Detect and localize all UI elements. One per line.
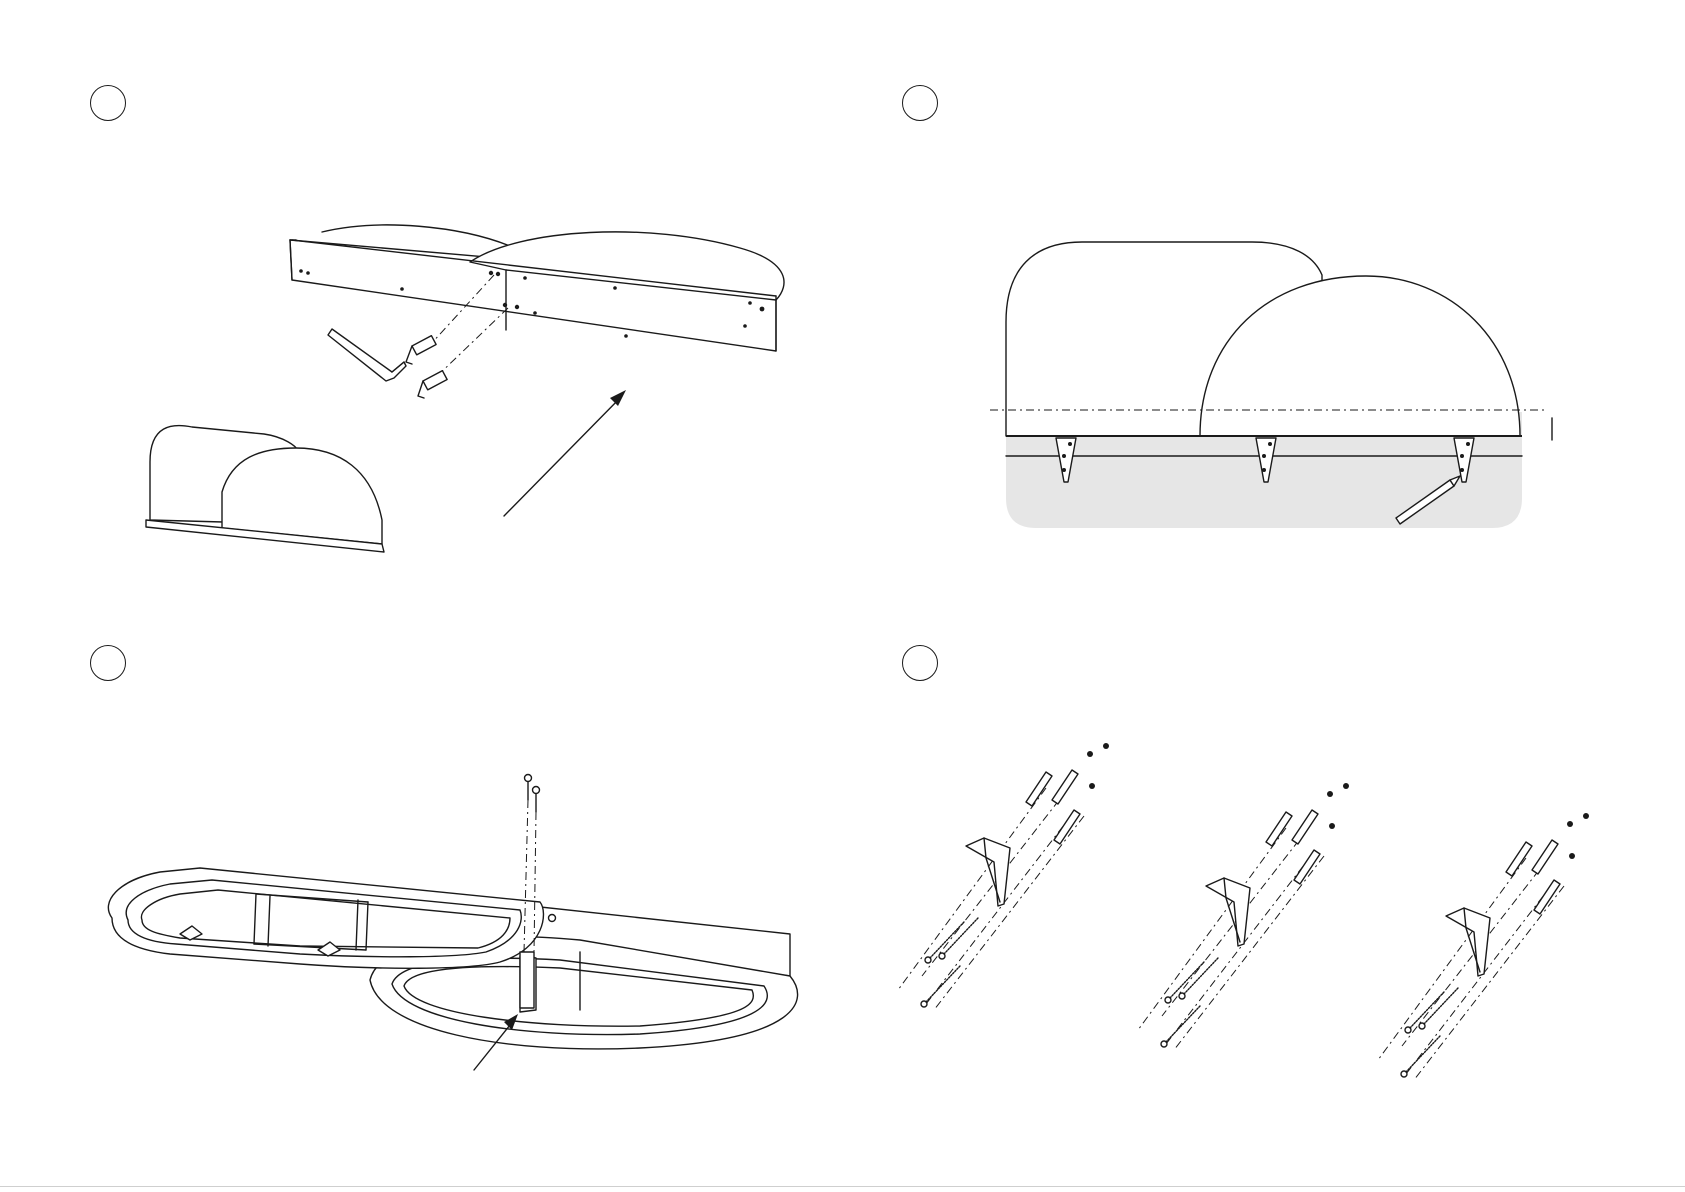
screw-icon [1419,988,1458,1029]
screw-icon [1179,958,1218,999]
bracket-icon [1206,878,1250,946]
wall-plug-icon [1026,772,1052,806]
wall-plug-icon [1266,812,1292,846]
wall-plug-icon [1052,770,1078,804]
fixing-group-3 [1378,813,1589,1080]
bracket-icon [966,838,1010,906]
bracket-icon [1446,908,1490,976]
wall-plug-icon [1292,810,1318,844]
page-bottom-rule [0,1186,1685,1187]
fixing-group-2 [1138,783,1349,1050]
screw-icon [939,918,978,959]
fixing-group-1 [898,743,1109,1010]
wall-plug-icon [1506,842,1532,876]
wall-plug-icon [1532,840,1558,874]
